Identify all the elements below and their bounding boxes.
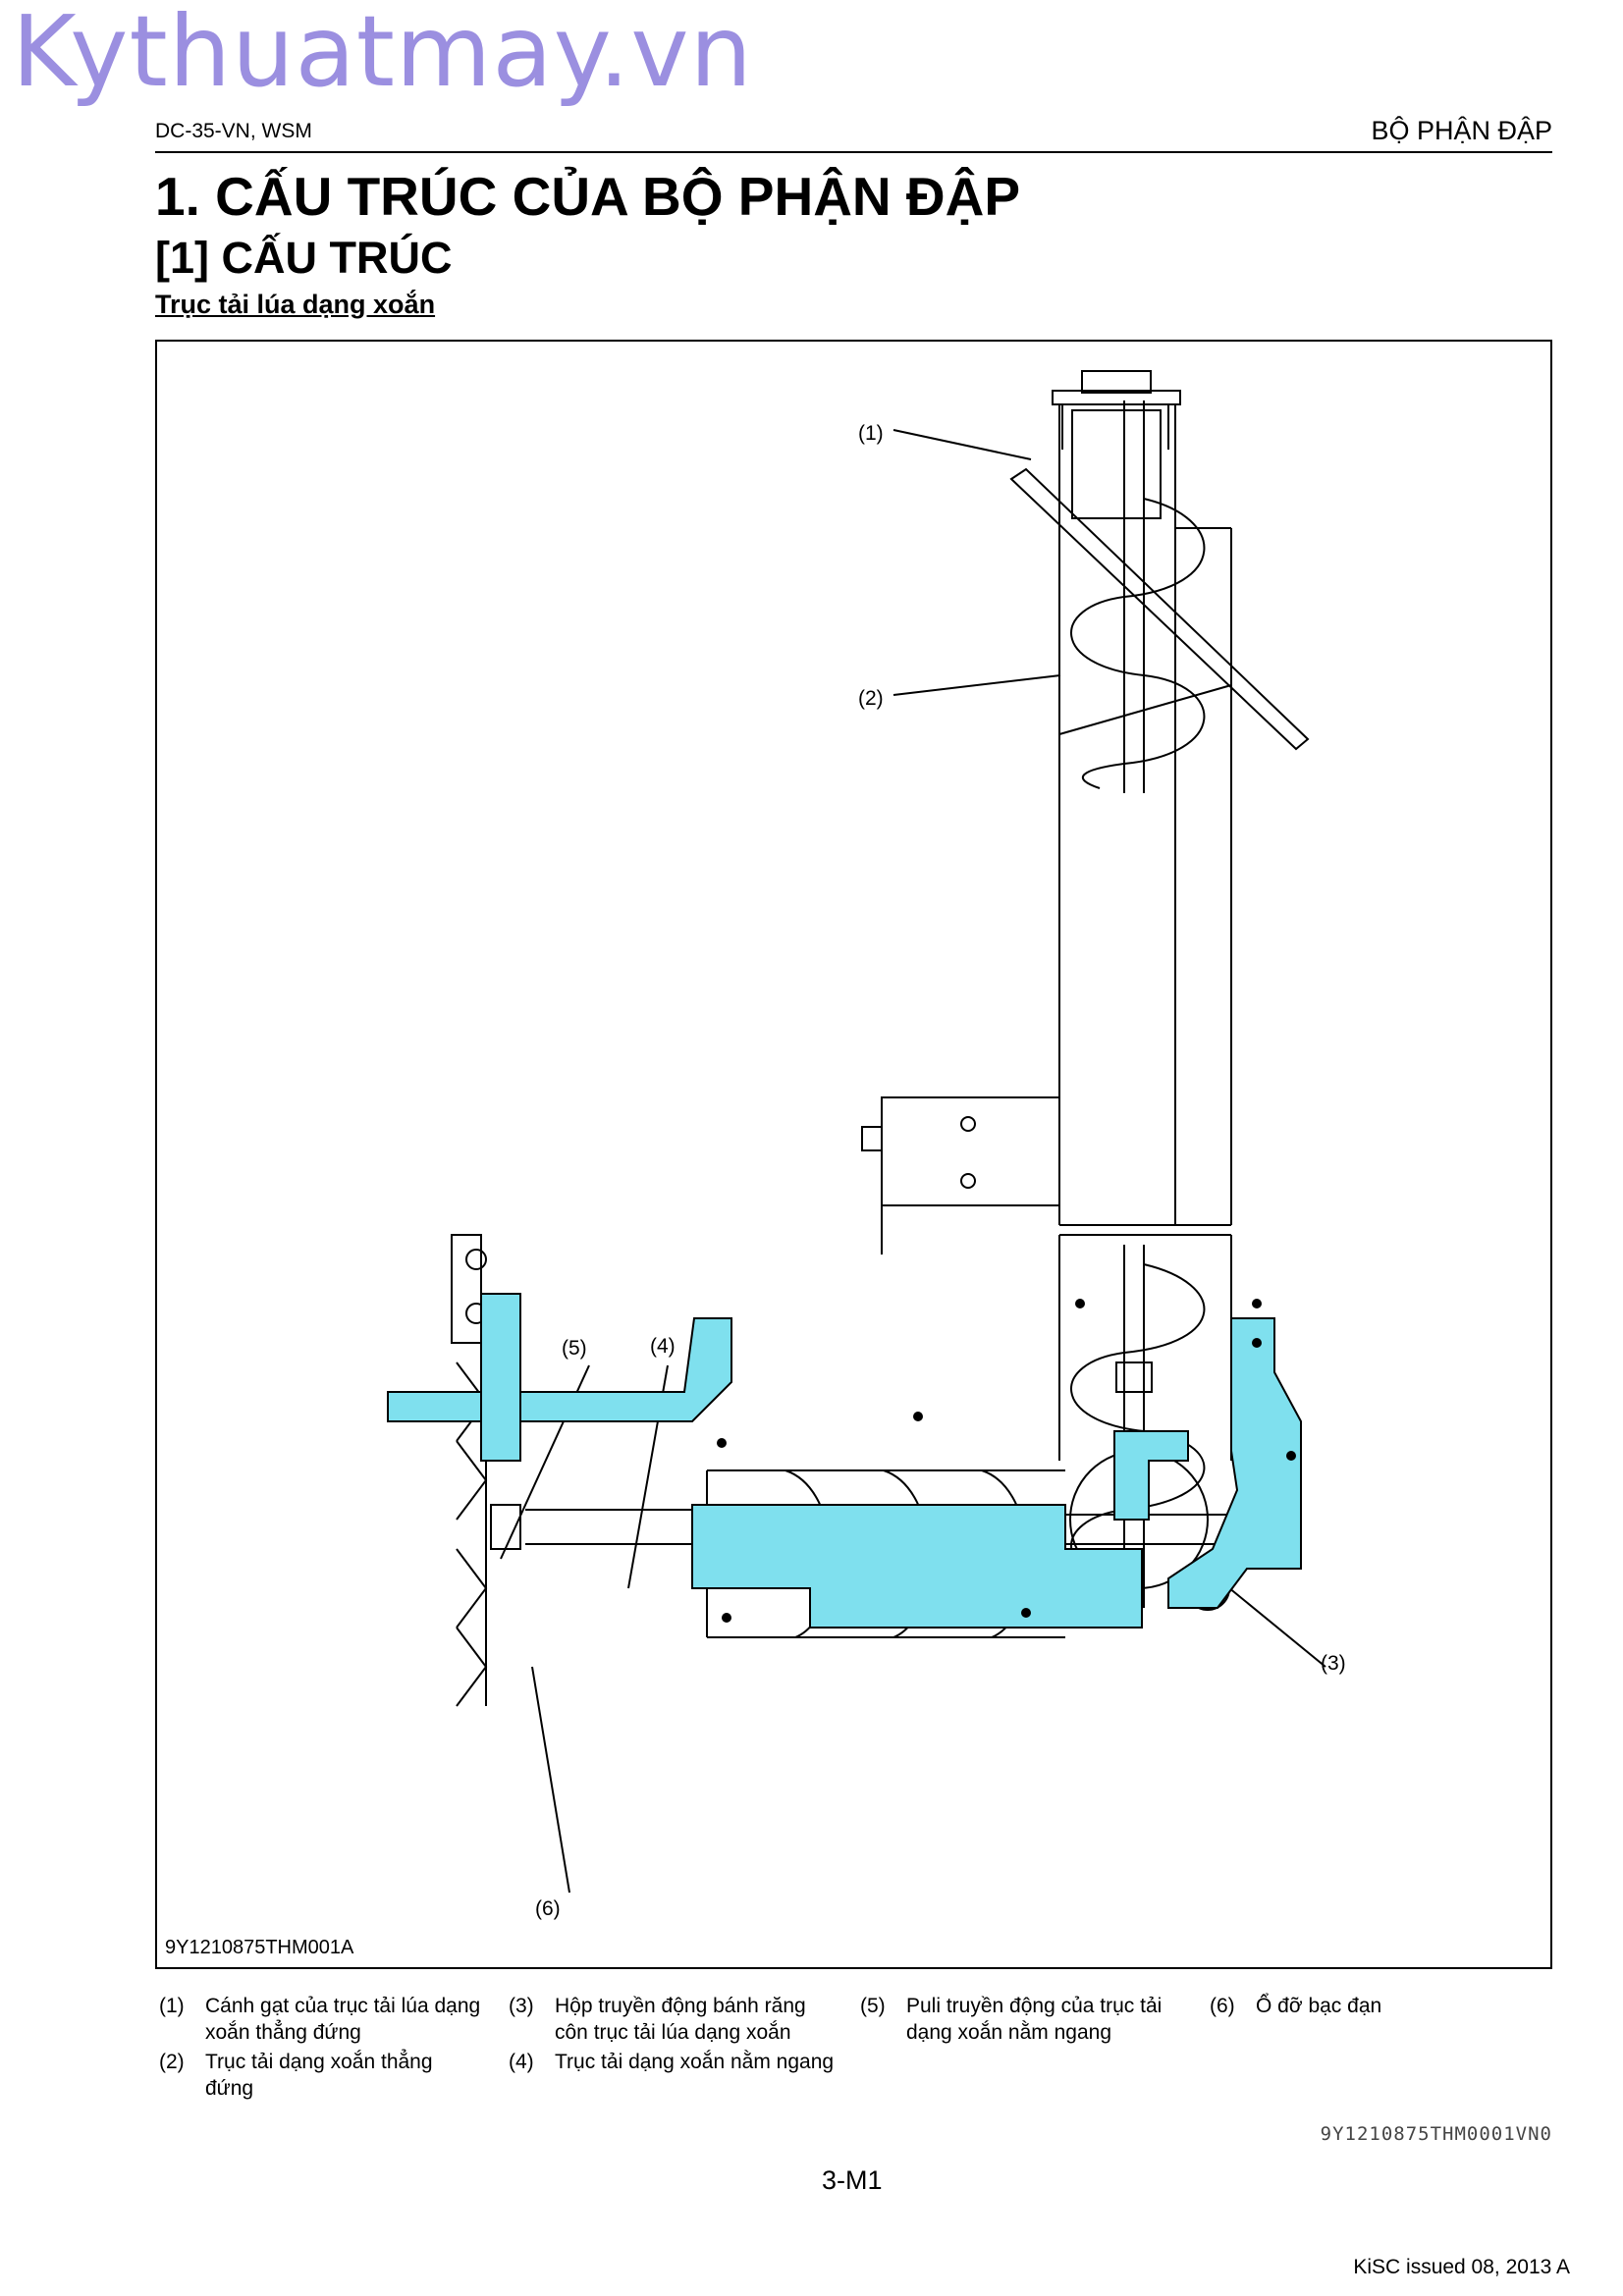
page-number: 3-M1 (822, 2165, 883, 2195)
figure-label-2: (2) (858, 687, 884, 710)
figure-label-3: (3) (1321, 1652, 1346, 1675)
figure-frame: (1) (2) (3) (4) (5) (6) 9Y1210875THM001A (155, 340, 1552, 1969)
issue-note: KiSC issued 08, 2013 A (1353, 2256, 1570, 2278)
legend-item-6: (6) Ổ đỡ bạc đạn (1210, 1995, 1382, 2017)
header-section-name: BỘ PHẬN ĐẬP (1371, 116, 1552, 145)
figure-label-4: (4) (650, 1335, 676, 1358)
legend-item-4: (4) Trục tải dạng xoắn nằm ngang (509, 2051, 835, 2073)
figure-label-1: (1) (858, 422, 884, 445)
figure-label-5: (5) (562, 1337, 587, 1360)
watermark-logo: Kythuatmay.vn (12, 0, 753, 109)
header-divider (155, 151, 1552, 153)
document-code: DC-35-VN, WSM (155, 120, 312, 142)
chapter-title: 1. CẤU TRÚC CỦA BỘ PHẬN ĐẬP (155, 166, 1021, 227)
footer-code: 9Y1210875THM0001VN0 (1320, 2123, 1552, 2145)
auger-cross-section-drawing (387, 370, 1326, 1894)
figure-label-6: (6) (535, 1897, 561, 1920)
gearbox-housing-highlight (387, 1293, 1302, 1629)
figure-subtitle: Trục tải lúa dạng xoắn (155, 290, 436, 319)
section-title: [1] CẤU TRÚC (155, 233, 453, 283)
figure-id: 9Y1210875THM001A (165, 1937, 354, 1958)
